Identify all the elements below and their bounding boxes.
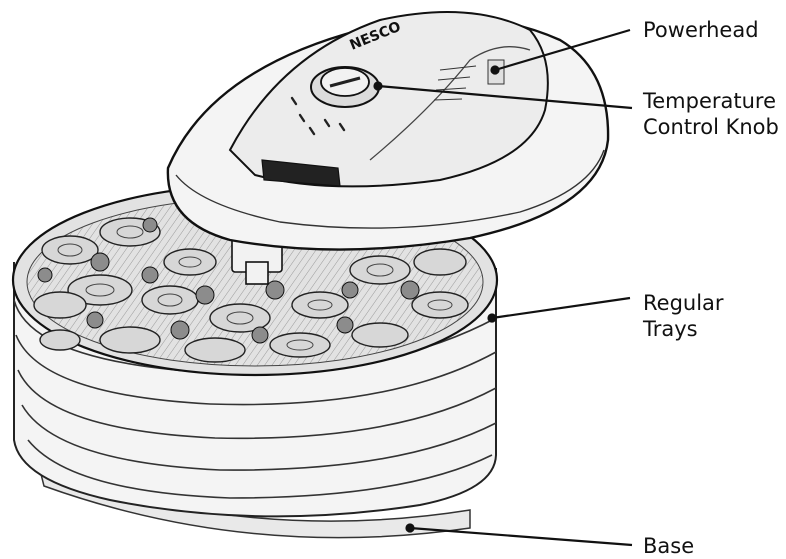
base-label: Base	[643, 533, 694, 559]
powerhead-label: Powerhead	[643, 17, 759, 43]
temperature-label-line1: Temperature	[643, 88, 776, 114]
powerhead-lid: NESCO	[168, 12, 608, 250]
trays-label-line1: Regular	[643, 290, 724, 316]
trays-label-line2: Trays	[643, 316, 698, 342]
temperature-control-knob	[311, 67, 379, 107]
base-leader	[410, 528, 632, 545]
trays-leader	[492, 298, 630, 318]
temperature-label-line2: Control Knob	[643, 114, 779, 140]
